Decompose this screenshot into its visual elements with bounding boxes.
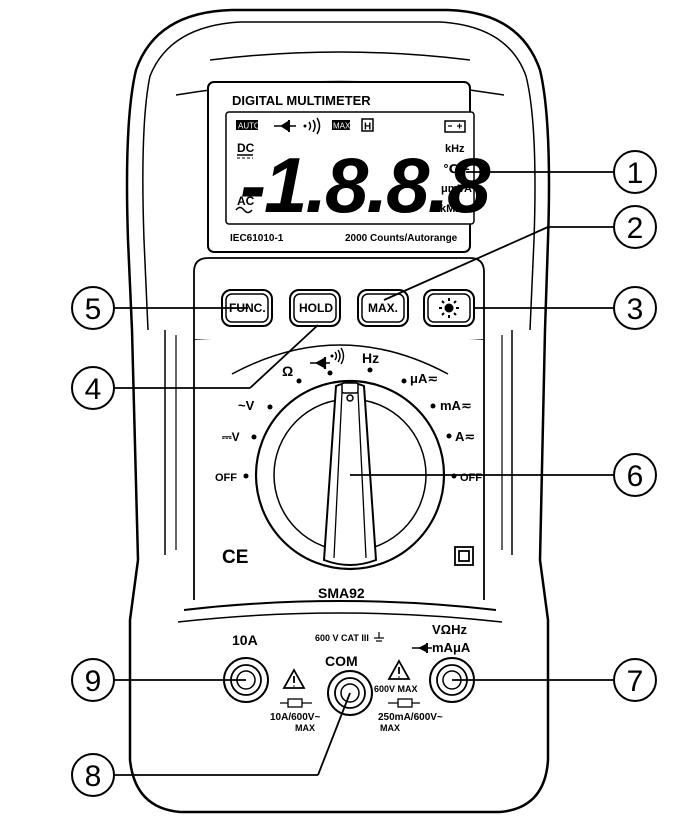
max-lcd-icon — [332, 120, 350, 130]
unit-kmohm: kMΩ — [440, 203, 464, 215]
callout-3: 3 — [613, 286, 657, 330]
dial-a: A≂ — [455, 429, 475, 444]
lcd-digits: -1.8.8.8 — [240, 141, 491, 229]
callout-4: 4 — [71, 366, 115, 410]
model-label: SMA92 — [318, 585, 365, 601]
callout-line-4 — [249, 324, 319, 389]
dial-arc — [231, 344, 449, 375]
counts-label: 2000 Counts/Autorange — [345, 233, 458, 244]
dial-off-left: OFF — [215, 472, 237, 484]
vohmhz-label: VΩHz — [432, 622, 467, 637]
rating-10a-line2: MAX — [295, 723, 315, 733]
auto-icon — [236, 120, 258, 130]
rating-10a-line1: 10A/600V~ — [270, 712, 320, 723]
battery-icon — [444, 120, 466, 133]
hold-lcd-text: H — [364, 122, 371, 133]
holster-inner-line-left — [142, 21, 241, 331]
diode-lcd-icon — [274, 120, 296, 132]
auto-icon-text: AUTO — [238, 122, 260, 131]
unit-temperature: ℃°F — [443, 162, 470, 176]
ground-icon — [374, 632, 384, 642]
callout-5: 5 — [71, 286, 115, 330]
svg-text:5: 5 — [85, 293, 102, 326]
lcd-window — [225, 111, 475, 225]
warning-icon-right — [387, 659, 411, 680]
unit-umva: μmVA — [441, 183, 472, 195]
rating-600v: 600V MAX — [374, 684, 418, 694]
svg-text:4: 4 — [85, 373, 102, 406]
ac-indicator: AC — [237, 194, 255, 208]
callout-1: 1 — [613, 150, 657, 194]
callout-line-2 — [383, 226, 549, 301]
svg-text:6: 6 — [627, 460, 644, 493]
callout-6: 6 — [613, 453, 657, 497]
backlight-button[interactable] — [423, 289, 475, 327]
fuse-icon-right — [388, 698, 420, 708]
svg-text:2: 2 — [627, 212, 644, 245]
func-button[interactable]: FUNC. — [221, 289, 273, 327]
callout-9: 9 — [71, 658, 115, 702]
lower-bezel — [183, 600, 497, 611]
cat-rating-label: 600 V CAT III — [315, 633, 369, 643]
rating-ma-line2: MAX — [380, 723, 400, 733]
svg-text:3: 3 — [627, 293, 644, 326]
fuse-icon-left — [280, 698, 312, 708]
hold-lcd-icon — [361, 118, 374, 132]
rating-ma-line1: 250mA/600V~ — [378, 712, 443, 723]
unit-khz: kHz — [445, 143, 465, 155]
svg-text:9: 9 — [85, 665, 102, 698]
top-bezel — [209, 51, 471, 61]
dial-ma: mA≂ — [440, 398, 472, 413]
lower-bezel-2 — [177, 612, 503, 623]
dial-hz: Hz — [362, 350, 379, 366]
callout-2: 2 — [613, 205, 657, 249]
dial-off-right: OFF — [460, 472, 482, 484]
backlight-sun-icon — [439, 298, 459, 318]
dial-dcv: ⎓V — [222, 430, 240, 444]
max-button[interactable]: MAX. — [357, 289, 409, 327]
max-lcd-text: MAX — [333, 122, 351, 131]
warning-icon-left — [282, 668, 306, 689]
dial-ohm: Ω — [282, 363, 293, 379]
jack-10a-label: 10A — [232, 632, 258, 648]
diode-continuity-icon — [310, 347, 345, 369]
brand-title: DIGITAL MULTIMETER — [232, 93, 371, 108]
standard-label: IEC61010-1 — [230, 233, 284, 244]
ac-wave — [235, 206, 253, 214]
hold-button[interactable]: HOLD — [289, 289, 341, 327]
svg-text:8: 8 — [85, 760, 102, 793]
dc-indicator: DC — [237, 141, 255, 155]
callout-8: 8 — [71, 753, 115, 797]
ce-mark: CE — [222, 547, 248, 568]
holster-inner-line — [240, 21, 536, 331]
svg-text:7: 7 — [627, 665, 644, 698]
max-button-label: MAX. — [368, 301, 398, 315]
maua-label: mAμA — [432, 640, 471, 655]
double-insulation-icon — [454, 546, 474, 566]
hold-button-label: HOLD — [299, 301, 333, 315]
callout-7: 7 — [613, 658, 657, 702]
com-label: COM — [325, 653, 358, 669]
continuity-lcd-icon — [303, 117, 321, 135]
svg-text:1: 1 — [627, 157, 644, 190]
dial-acv: ~V — [238, 398, 255, 413]
dial-ua: μA≂ — [410, 371, 438, 386]
diode-jack-icon — [412, 643, 432, 653]
callout-line-8 — [317, 692, 351, 776]
